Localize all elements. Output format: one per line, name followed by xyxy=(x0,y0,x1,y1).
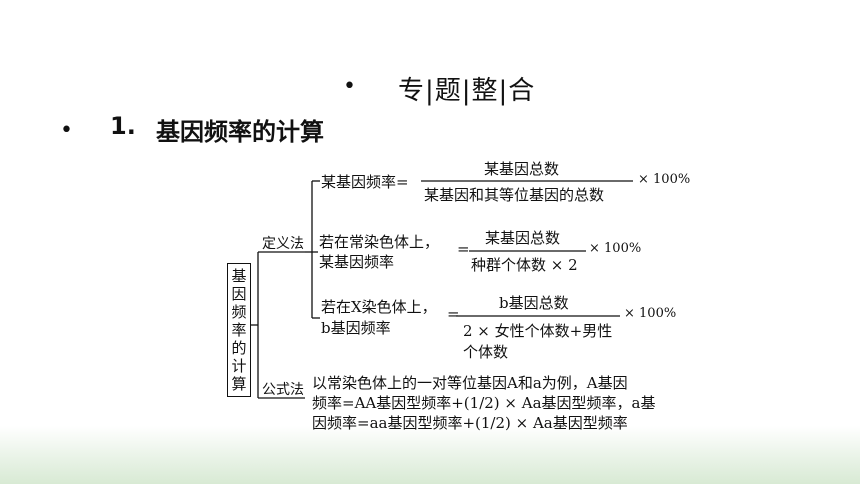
heading-number: 1. xyxy=(110,112,136,140)
def2-equals: = xyxy=(457,240,470,258)
def3-equals: = xyxy=(447,305,460,323)
root-char: 因 xyxy=(231,285,247,303)
def3-denominator-line2: 个体数 xyxy=(463,343,509,361)
def1-numerator: 某基因总数 xyxy=(484,160,560,178)
root-char: 计 xyxy=(231,357,247,375)
root-char: 基 xyxy=(231,267,247,285)
heading-text: 基因频率的计算 xyxy=(156,118,324,146)
def3-label-line1: 若在X染色体上， xyxy=(321,298,437,316)
def2-label-line1: 若在常染色体上， xyxy=(319,233,440,251)
formula-text-line1: 以常染色体上的一对等位基因A和a为例，A基因 xyxy=(312,374,628,392)
def1-factor: × 100% xyxy=(638,172,691,187)
def3-numerator: b基因总数 xyxy=(499,294,569,312)
root-char: 算 xyxy=(231,375,247,393)
root-node-box: 基 因 频 率 的 计 算 xyxy=(227,263,251,397)
formula-branch-label: 公式法 xyxy=(262,382,304,398)
def2-numerator: 某基因总数 xyxy=(485,229,561,247)
def3-denominator-line1: 2 × 女性个体数+男性 xyxy=(463,322,613,340)
formula-text-line2: 频率=AA基因型频率+(1/2) × Aa基因型频率，a基 xyxy=(312,394,656,412)
slide-title: 专|题|整|合 xyxy=(398,76,536,106)
def2-factor: × 100% xyxy=(589,241,642,256)
definition-branch-label: 定义法 xyxy=(262,236,304,252)
root-char: 率 xyxy=(231,321,247,339)
title-bullet: • xyxy=(343,74,356,99)
root-char: 频 xyxy=(231,303,247,321)
def2-denominator: 种群个体数 × 2 xyxy=(471,256,578,274)
heading-bullet: • xyxy=(60,118,73,143)
bottom-gradient-band xyxy=(0,426,860,484)
def3-factor: × 100% xyxy=(624,306,677,321)
formula-text-line3: 因频率=aa基因型频率+(1/2) × Aa基因型频率 xyxy=(312,414,628,432)
root-char: 的 xyxy=(231,339,247,357)
def1-label: 某基因频率= xyxy=(321,173,409,191)
def3-label-line2: b基因频率 xyxy=(321,319,391,337)
def2-label-line2: 某基因频率 xyxy=(319,253,395,271)
def1-denominator: 某基因和其等位基因的总数 xyxy=(424,186,605,204)
